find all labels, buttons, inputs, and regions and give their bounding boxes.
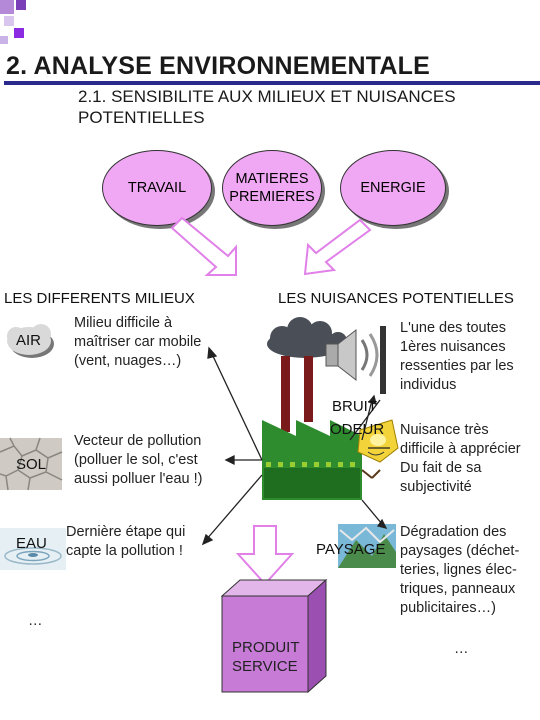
odeur-description: Nuisance très difficile à apprécier Du f… [400,422,521,495]
nuisances-heading: LES NUISANCES POTENTIELLES [278,290,514,307]
source-travail-label: TRAVAIL [127,180,187,196]
sol-cracked-earth-icon [0,437,63,491]
arrow-travail-to-milieux [170,216,237,276]
odeur-label: ODEUR [330,421,385,438]
source-matieres-label: MATIERES PREMIERES [229,171,315,205]
corner-square-1 [0,0,14,14]
connector-lines [201,346,390,546]
air-description: Milieu difficile à maîtriser car mobile … [74,315,202,369]
corner-square-3 [4,16,14,26]
paysage-description: Dégradation des paysages (déchet-teries,… [400,524,520,616]
milieux-more: … [28,613,43,629]
paysage-label: PAYSAGE [316,541,386,558]
sol-label: SOL [16,456,47,473]
page-title: 2. ANALYSE ENVIRONNEMENTALE [6,52,430,80]
produit-service-label: PRODUIT SERVICE [232,639,300,675]
corner-square-5 [0,36,8,44]
corner-square-2 [16,0,26,10]
speaker-icon [325,326,386,394]
air-label: AIR [16,332,42,349]
bruit-description: L'une des toutes 1ères nuisances ressent… [400,320,514,393]
source-travail: TRAVAIL [102,150,212,226]
arrow-to-produit [235,525,295,586]
corner-square-4 [14,28,24,38]
eau-description: Dernière étape qui capte la pollution ! [66,524,186,559]
title-rule [4,81,540,85]
eau-label: EAU [16,535,47,552]
source-energie-label: ENERGIE [360,180,426,196]
milieux-heading: LES DIFFERENTS MILIEUX [4,290,195,307]
page-subtitle: 2.1. SENSIBILITE AUX MILIEUX ET NUISANCE… [78,87,456,127]
source-matieres-premieres: MATIERES PREMIERES [222,150,322,226]
factory-icon [262,356,362,500]
bruit-label: BRUIT [332,398,377,415]
nuisances-more: … [454,641,469,657]
paysage-image-icon [338,524,396,568]
produit-box-shape [220,578,328,694]
air-cloud-icon [7,324,54,358]
eau-water-drop-icon [0,528,66,570]
sol-description: Vecteur de pollution (polluer le sol, c'… [74,433,203,487]
odeur-character-icon [357,419,399,479]
arrow-energie-to-nuisances [303,218,372,276]
source-energie: ENERGIE [340,150,446,226]
